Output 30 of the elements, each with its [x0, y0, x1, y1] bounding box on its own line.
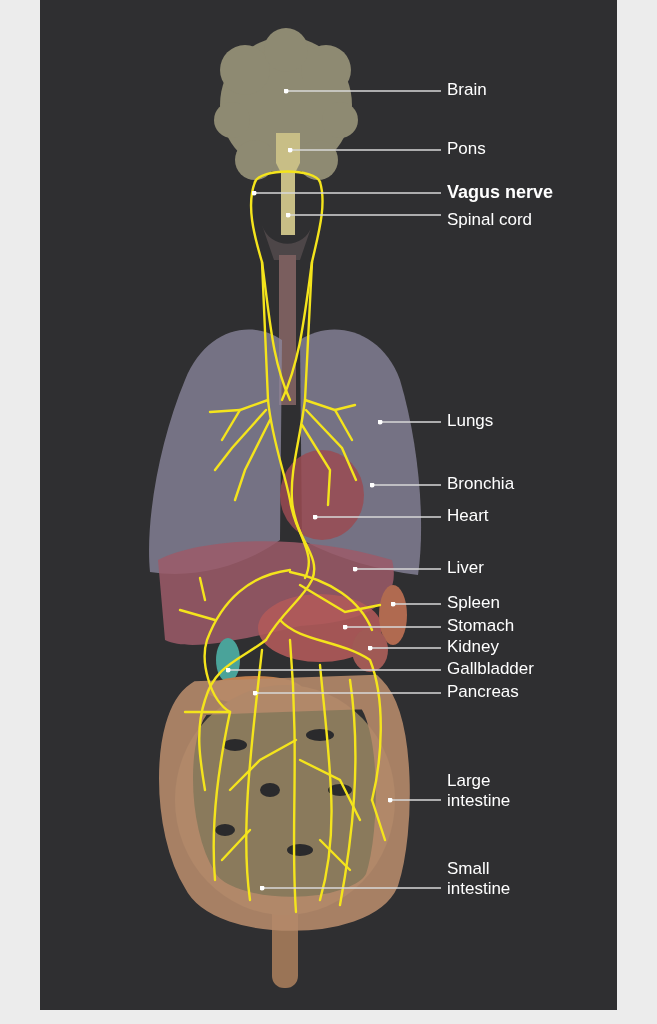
organ-label: Liver — [441, 558, 591, 578]
organ-label: Pancreas — [441, 682, 591, 702]
leader-line — [251, 190, 442, 196]
leader-line — [342, 624, 442, 630]
organ-label: Stomach — [441, 616, 591, 636]
leader-line — [352, 566, 442, 572]
leader-line — [225, 667, 442, 673]
organ-label: Kidney — [441, 637, 591, 657]
organ-label: Heart — [441, 506, 591, 526]
leader-line — [369, 482, 442, 488]
leader-line — [377, 419, 442, 425]
leader-line — [387, 797, 442, 803]
organ-label: Spleen — [441, 593, 591, 613]
leader-line — [312, 514, 442, 520]
leader-line — [252, 690, 442, 696]
leader-line — [367, 645, 442, 651]
organ-label: Pons — [441, 139, 591, 159]
leader-line — [259, 885, 442, 891]
organ-label: Small intestine — [441, 859, 521, 899]
organ-label: Lungs — [441, 411, 591, 431]
leader-line — [283, 88, 442, 94]
organ-label: Vagus nerve — [441, 182, 611, 202]
organ-label: Spinal cord — [441, 210, 591, 230]
organ-label: Gallbladder — [441, 659, 591, 679]
leader-line — [287, 147, 442, 153]
organ-label: Bronchia — [441, 474, 591, 494]
leader-line — [285, 212, 442, 218]
organ-label: Brain — [441, 80, 591, 100]
organ-label: Large intestine — [441, 771, 521, 811]
leader-line — [390, 601, 442, 607]
